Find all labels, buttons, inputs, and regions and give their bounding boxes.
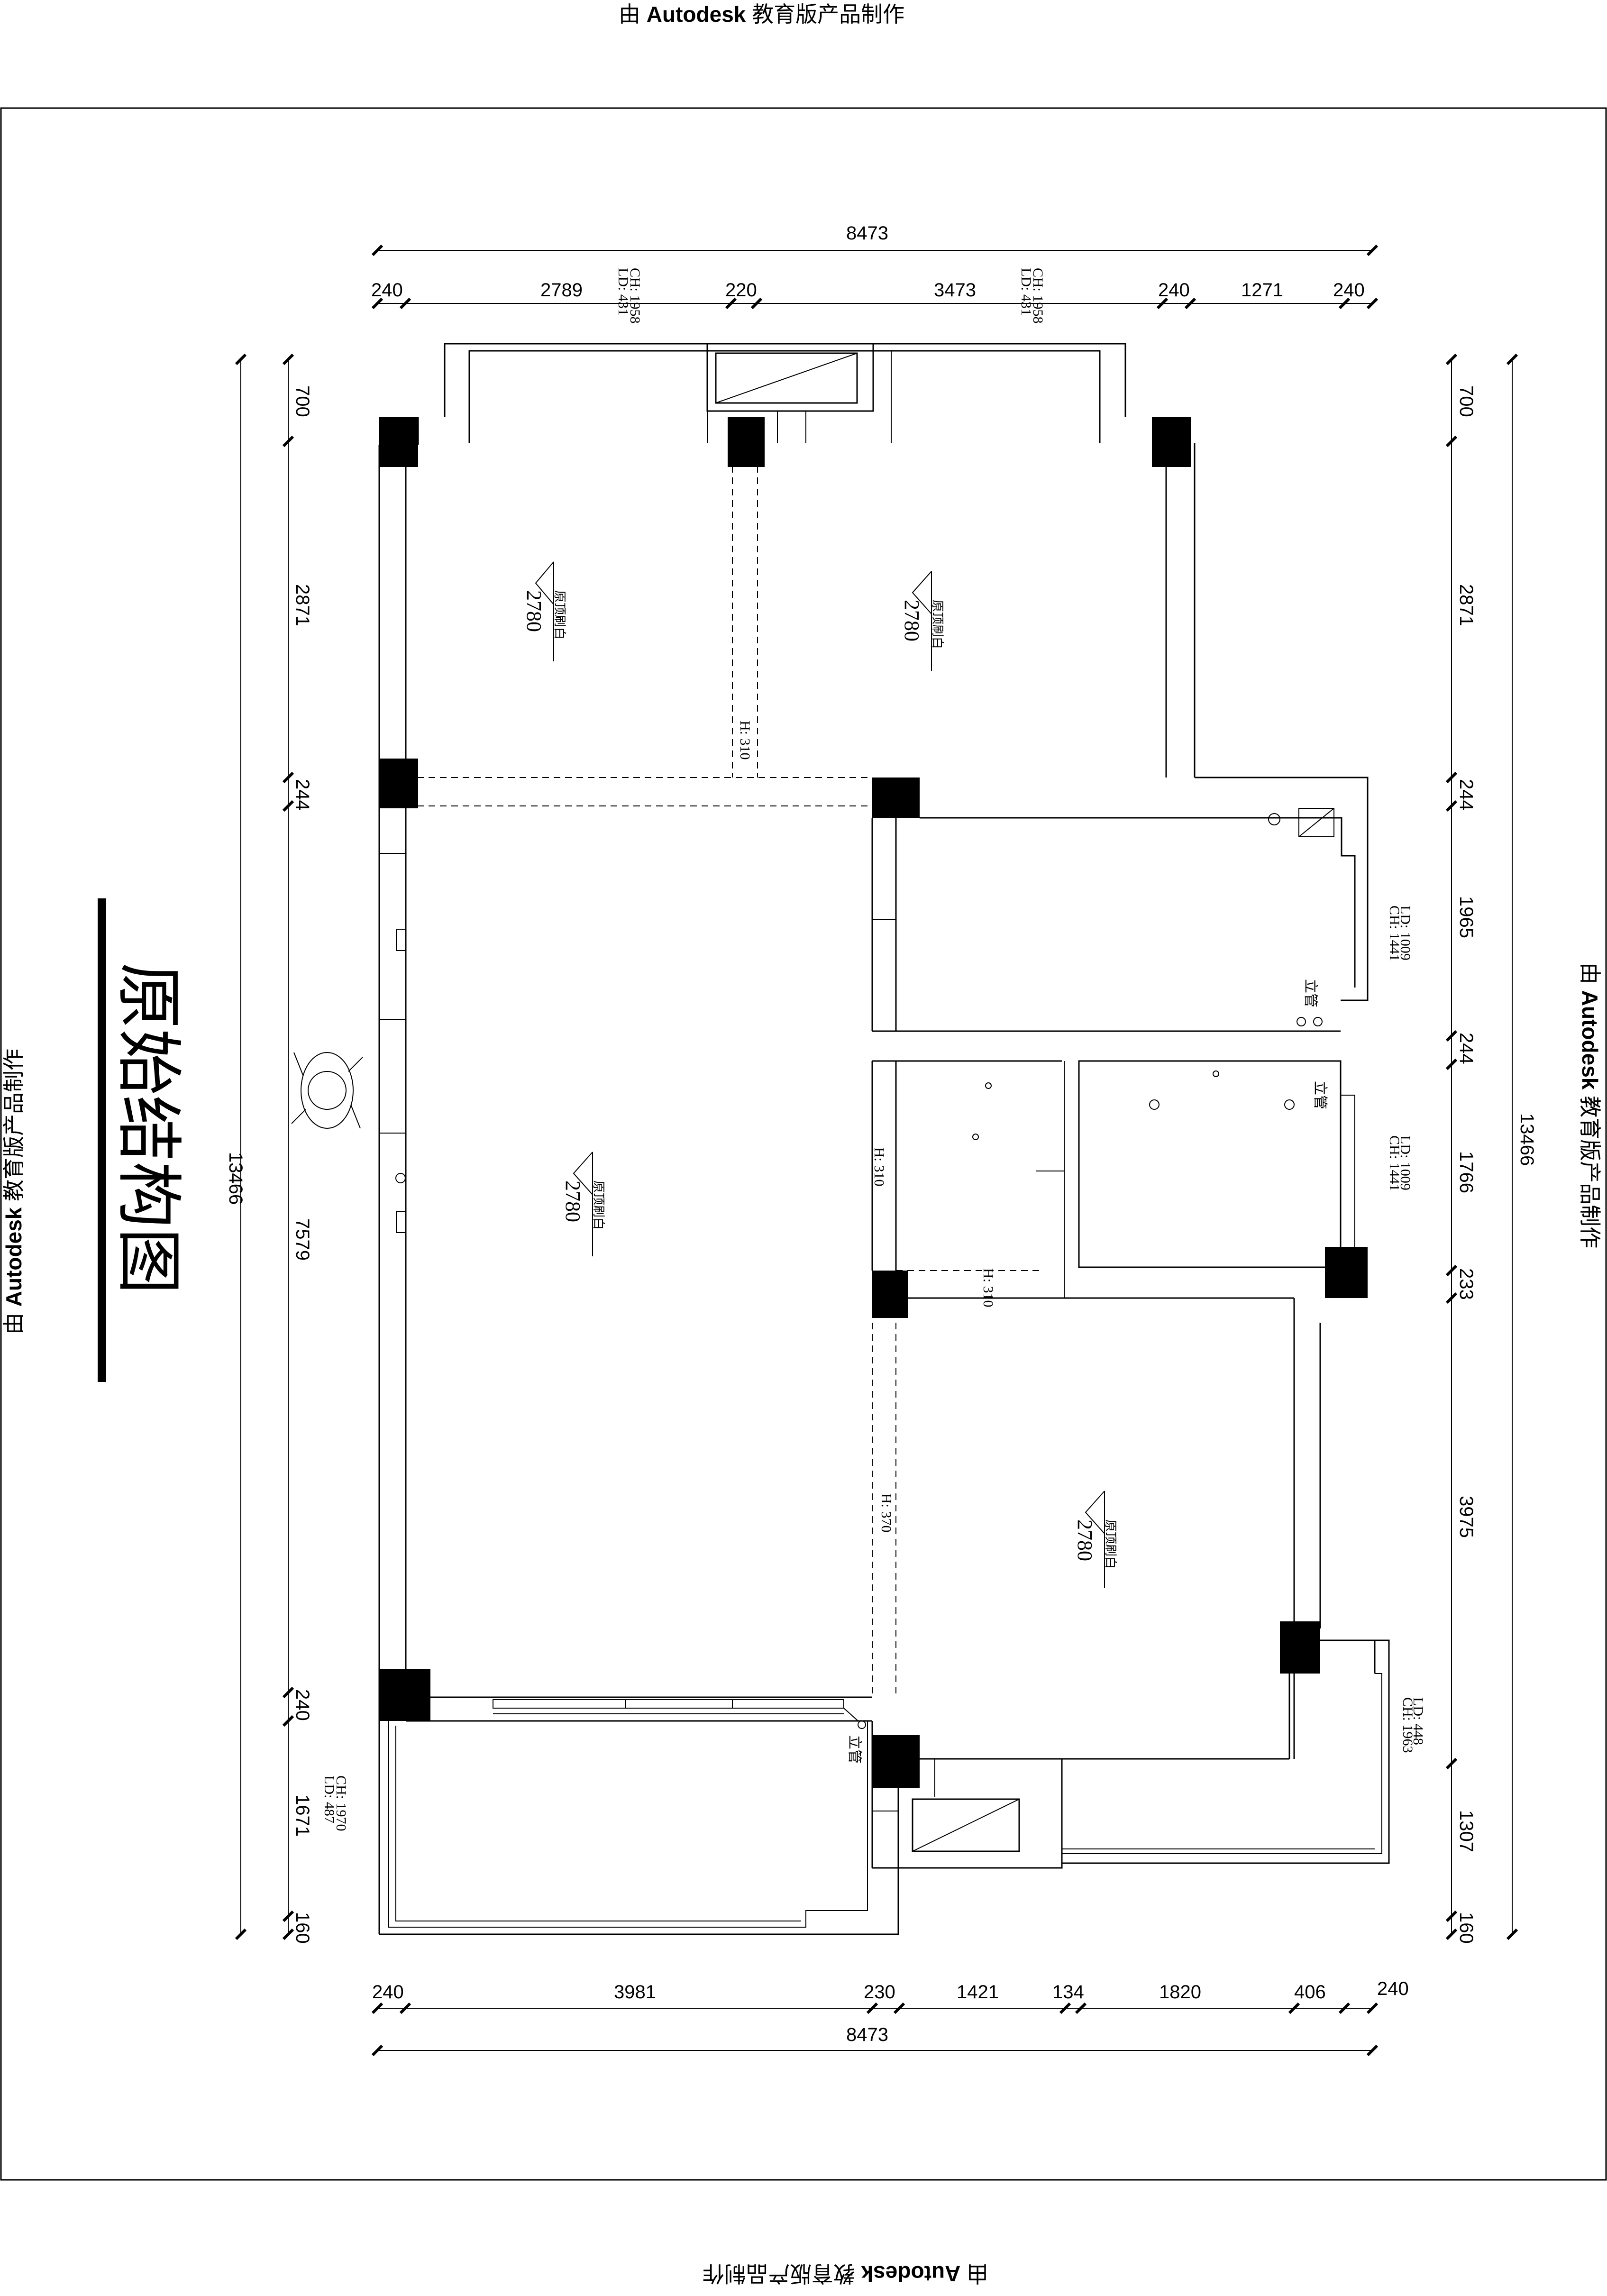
watermark-left: 由 Autodesk 教育版产品制作 xyxy=(1,1049,26,1335)
win-top-right-ld: LD: 431 xyxy=(1018,268,1034,316)
svg-text:2780: 2780 xyxy=(522,590,546,632)
dim-left-5: 1671 xyxy=(292,1794,313,1837)
ceiling-marker-3: 原顶刷白 2780 xyxy=(561,1152,605,1256)
dim-right-6: 233 xyxy=(1456,1268,1477,1300)
dim-right-1: 2871 xyxy=(1456,584,1477,626)
svg-text:2780: 2780 xyxy=(1073,1519,1096,1561)
dim-bottom-3: 1421 xyxy=(957,1982,999,2003)
win-top-right-ch: CH: 1958 xyxy=(1030,268,1046,324)
svg-text:原顶刷白: 原顶刷白 xyxy=(553,590,566,640)
beam-height-3: H: 310 xyxy=(980,1268,996,1308)
dim-right-0: 700 xyxy=(1456,385,1477,417)
dim-right-7: 3975 xyxy=(1456,1496,1477,1538)
pipe-label-1: 立管 xyxy=(1303,979,1318,1007)
dim-left-2: 244 xyxy=(292,779,313,811)
win-right-lower-ch: CH: 1963 xyxy=(1400,1697,1415,1753)
dim-top-2: 220 xyxy=(725,280,757,301)
ceiling-marker-2: 原顶刷白 2780 xyxy=(900,571,944,671)
win-right-mid-ch: CH: 1441 xyxy=(1387,1135,1402,1191)
dimension-top: 8473 240 2789 220 3473 240 1271 240 xyxy=(371,223,1379,310)
ceiling-marker-4: 原顶刷白 2780 xyxy=(1073,1491,1117,1588)
ceiling-marker-1: 原顶刷白 2780 xyxy=(522,561,566,661)
dim-left-4: 240 xyxy=(292,1689,313,1721)
dim-right-3: 1965 xyxy=(1456,896,1477,938)
dim-top-5: 1271 xyxy=(1241,280,1283,301)
dimension-left: 13466 700 2871 244 7579 240 1671 160 xyxy=(225,353,313,1944)
dim-left-1: 2871 xyxy=(292,584,313,626)
walls xyxy=(378,343,1390,1935)
dim-top-total: 8473 xyxy=(846,223,888,244)
watermark-top: 由 Autodesk 教育版产品制作 xyxy=(619,2,904,27)
win-top-left-ld: LD: 431 xyxy=(615,268,631,316)
dim-left-6: 160 xyxy=(292,1912,313,1944)
dim-bottom-total: 8473 xyxy=(846,2024,888,2045)
dim-right-5: 1766 xyxy=(1456,1151,1477,1193)
watermark-right: 由 Autodesk 教育版产品制作 xyxy=(1578,962,1602,1248)
win-top-left-ch: CH: 1958 xyxy=(627,268,643,324)
win-right-mid-ld: LD: 1009 xyxy=(1397,1135,1413,1190)
dim-top-0: 240 xyxy=(371,280,403,301)
drawing-title: 原始结构图 xyxy=(110,962,187,1294)
dim-right-9: 160 xyxy=(1456,1912,1477,1944)
svg-text:原顶刷白: 原顶刷白 xyxy=(931,600,944,649)
drawing-frame xyxy=(0,107,1607,2181)
svg-text:2780: 2780 xyxy=(561,1180,584,1222)
dim-left-0: 700 xyxy=(292,385,313,417)
beam-height-2: H: 310 xyxy=(871,1147,887,1187)
pipe-label-3: 立管 xyxy=(847,1735,862,1764)
structural-columns xyxy=(379,417,1368,1788)
dim-top-1: 2789 xyxy=(540,280,583,301)
win-left-lower-ld: LD: 487 xyxy=(321,1775,337,1823)
beams xyxy=(406,443,1043,1697)
pipe-label-2: 立管 xyxy=(1312,1081,1328,1109)
title-bar xyxy=(98,898,106,1382)
win-left-lower-ch: CH: 1970 xyxy=(333,1775,349,1831)
fixtures xyxy=(395,813,1323,1729)
dimension-right: 700 2871 244 1965 244 1766 233 3975 1307… xyxy=(1445,353,1537,1944)
dimension-bottom: 240 3981 230 1421 134 1820 406 240 8473 xyxy=(371,1978,1409,2057)
person-figure xyxy=(291,1052,363,1129)
dim-bottom-7: 240 xyxy=(1377,1978,1409,1999)
dim-bottom-2: 230 xyxy=(864,1982,895,2003)
svg-text:原顶刷白: 原顶刷白 xyxy=(592,1180,605,1230)
dim-bottom-6: 406 xyxy=(1294,1982,1326,2003)
win-right-lower-ld: LD: 448 xyxy=(1410,1697,1426,1745)
watermark-bottom: 由 Autodesk 教育版产品制作 xyxy=(703,2261,988,2286)
dim-left-3: 7579 xyxy=(292,1218,313,1261)
win-right-upper-ld: LD: 1009 xyxy=(1397,906,1413,960)
dim-left-total: 13466 xyxy=(225,1152,246,1205)
dim-bottom-5: 1820 xyxy=(1159,1982,1201,2003)
dim-right-8: 1307 xyxy=(1456,1810,1477,1852)
dim-top-6: 240 xyxy=(1333,280,1365,301)
svg-text:原顶刷白: 原顶刷白 xyxy=(1104,1519,1117,1569)
dim-bottom-4: 134 xyxy=(1052,1982,1084,2003)
dim-right-total: 13466 xyxy=(1516,1113,1537,1166)
dim-bottom-1: 3981 xyxy=(614,1982,656,2003)
win-right-upper-ch: CH: 1441 xyxy=(1387,906,1402,961)
svg-text:2780: 2780 xyxy=(900,600,923,641)
dim-bottom-0: 240 xyxy=(372,1982,404,2003)
dim-top-3: 3473 xyxy=(934,280,976,301)
beam-height-1: H: 310 xyxy=(737,721,753,760)
dim-top-4: 240 xyxy=(1158,280,1190,301)
beam-height-4: H: 370 xyxy=(878,1493,894,1533)
dim-right-2: 244 xyxy=(1456,779,1477,811)
dim-right-4: 244 xyxy=(1456,1033,1477,1064)
